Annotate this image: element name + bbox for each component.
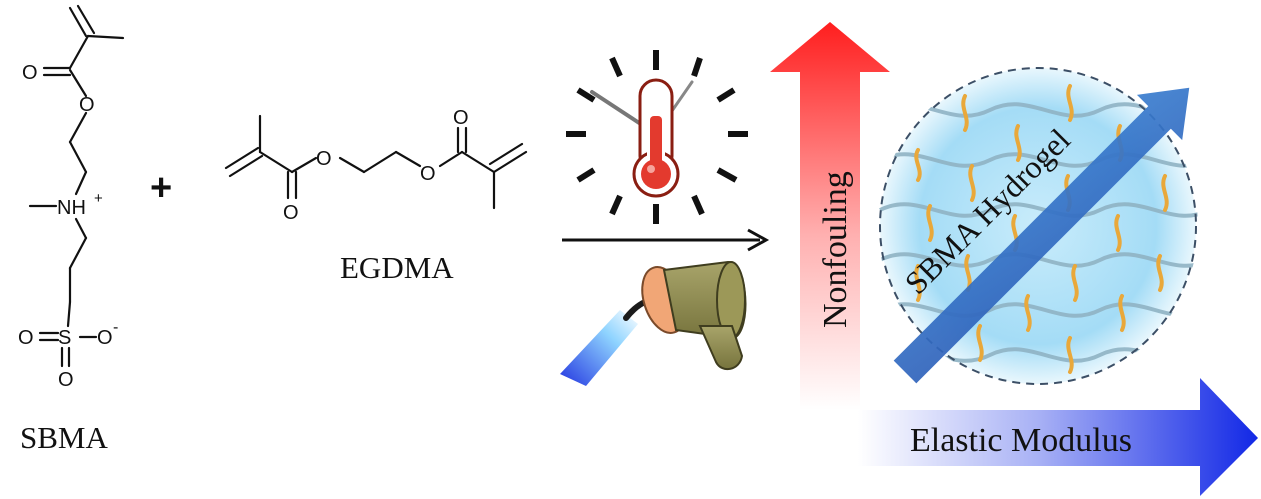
sbma-sulfonate-oxygen-bottom: O xyxy=(58,369,74,391)
nonfouling-arrow: Nonfouling xyxy=(770,22,890,410)
sbma-ammonium-nh: NH xyxy=(57,197,86,219)
sbma-ester-oxygen: O xyxy=(79,94,95,116)
hydrogel-diagonal-arrow xyxy=(893,87,1190,384)
egdma-ester-oxygen-2: O xyxy=(420,163,436,185)
egdma-structure: O O O O EGDMA xyxy=(224,107,528,285)
reaction-arrow xyxy=(562,228,770,252)
egdma-carbonyl-oxygen-2: O xyxy=(453,107,469,129)
thermometer-icon xyxy=(632,78,680,198)
egdma-name: EGDMA xyxy=(340,250,454,285)
egdma-ester-oxygen-1: O xyxy=(316,148,332,170)
sbma-sulfur: S xyxy=(58,327,71,349)
sbma-sulfonate-oxygen-right: O xyxy=(97,327,113,349)
egdma-carbonyl-oxygen-1: O xyxy=(283,202,299,224)
elastic-modulus-arrow: Elastic Modulus xyxy=(858,378,1258,496)
elastic-modulus-label: Elastic Modulus xyxy=(910,422,1132,459)
sbma-sulfonate-charge: - xyxy=(113,319,118,336)
heat-gun-icon xyxy=(560,260,747,386)
sbma-ammonium-charge: + xyxy=(94,190,103,207)
plus-sign: + xyxy=(150,167,172,209)
nonfouling-label: Nonfouling xyxy=(817,171,854,328)
clock-icon xyxy=(566,50,748,224)
hydrogel-boundary xyxy=(879,67,1197,385)
sbma-carbonyl-oxygen: O xyxy=(22,62,38,84)
sbma-sulfonate-oxygen-left: O xyxy=(18,327,34,349)
sbma-structure: O O NH + O S O - O SBMA xyxy=(18,4,125,455)
sbma-name: SBMA xyxy=(20,420,108,455)
